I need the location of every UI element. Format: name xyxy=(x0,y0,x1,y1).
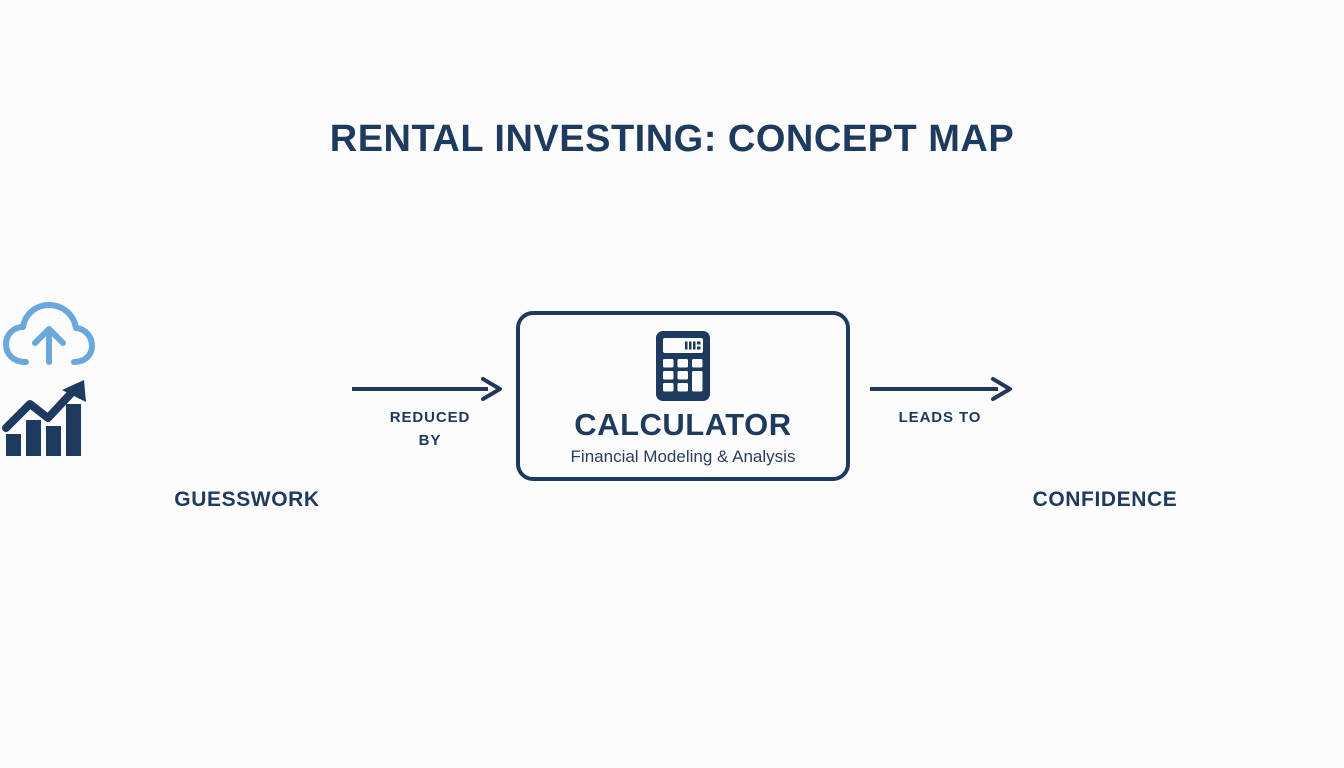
connector-reduced-by-label-line1: REDUCED xyxy=(389,409,471,426)
connector-reduced-by-label: REDUCED BY xyxy=(350,406,510,453)
right-arrow-icon xyxy=(860,376,1020,402)
growth-chart-icon xyxy=(0,376,1344,460)
page-title: RENTAL INVESTING: CONCEPT MAP xyxy=(329,118,1015,160)
connector-leads-to-label: LEADS TO xyxy=(860,406,1020,429)
node-guesswork[interactable] xyxy=(0,300,1344,376)
connector-leads-to-label-line1: LEADS TO xyxy=(898,409,982,426)
calculator-title: CALCULATOR xyxy=(574,407,792,442)
node-guesswork-label: GUESSWORK xyxy=(174,488,320,511)
node-calculator[interactable]: CALCULATOR Financial Modeling & Analysis xyxy=(516,311,850,481)
right-arrow-icon xyxy=(350,376,510,402)
calculator-icon xyxy=(654,329,712,403)
node-confidence[interactable] xyxy=(0,376,1344,460)
connector-reduced-by-label-line2: BY xyxy=(418,432,442,450)
connector-leads-to: LEADS TO xyxy=(860,376,1020,468)
calculator-subtitle: Financial Modeling & Analysis xyxy=(570,446,796,466)
node-confidence-label: CONFIDENCE xyxy=(1032,488,1178,511)
concept-map-diagram: GUESSWORK REDUCED BY xyxy=(0,300,1344,530)
cloud-upload-icon xyxy=(0,300,1344,376)
connector-reduced-by: REDUCED BY xyxy=(350,376,510,468)
